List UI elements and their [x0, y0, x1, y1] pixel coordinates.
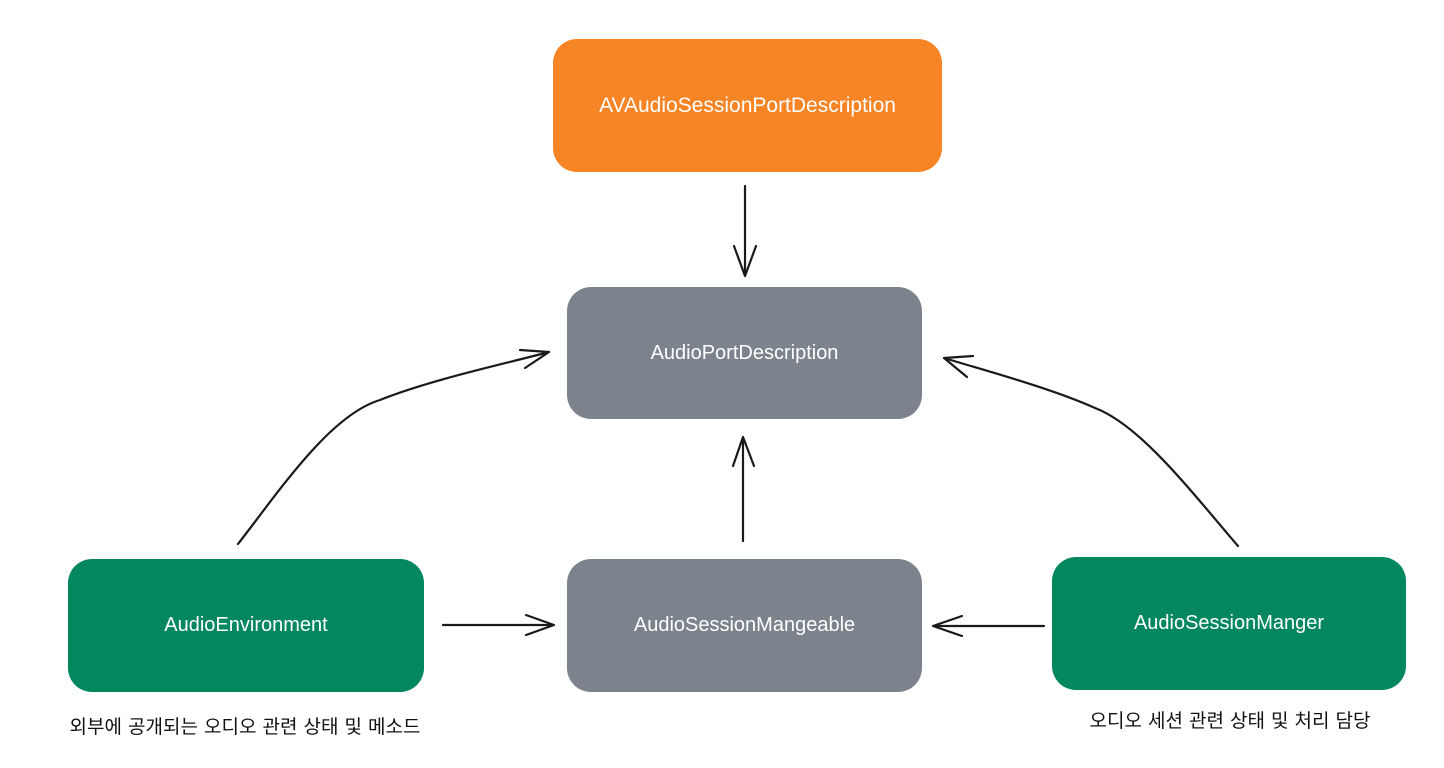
node-audiosessionmangeable[interactable]: AudioSessionMangeable [567, 559, 922, 692]
edge-line [236, 350, 551, 546]
edge-mgeable-to-port [731, 435, 756, 543]
arrowhead-icon [518, 348, 551, 370]
node-audioportdescription[interactable]: AudioPortDescription [567, 287, 922, 419]
node-label: AudioEnvironment [164, 614, 328, 636]
edge-line [942, 356, 1240, 548]
arrowhead-icon [942, 354, 975, 379]
arrowhead-icon [524, 613, 556, 637]
edge-avaudio-to-port [732, 184, 758, 278]
node-label: AudioPortDescription [650, 341, 839, 364]
edge-env-to-mgeable [441, 613, 556, 637]
node-audioenvironment[interactable]: AudioEnvironment [68, 559, 424, 692]
arrowhead-icon [931, 614, 964, 638]
arrowhead-icon [732, 244, 758, 278]
edge-mgr-to-mgeable [931, 614, 1046, 638]
node-audiosessionmanger[interactable]: AudioSessionManger [1052, 557, 1406, 690]
edge-env-to-port [236, 348, 551, 546]
edge-mgr-to-port [942, 354, 1240, 548]
caption-audioenvironment: 외부에 공개되는 오디오 관련 상태 및 메소드 [69, 716, 421, 738]
arrowhead-icon [731, 435, 756, 468]
node-label: AudioSessionManger [1133, 612, 1325, 634]
node-avaudiosessionportdescription[interactable]: AVAudioSessionPortDescription [553, 39, 942, 172]
node-label: AudioSessionMangeable [633, 614, 856, 636]
node-label: AVAudioSessionPortDescription [599, 93, 896, 117]
caption-audiosessionmanger: 오디오 세션 관련 상태 및 처리 담당 [1089, 710, 1371, 732]
